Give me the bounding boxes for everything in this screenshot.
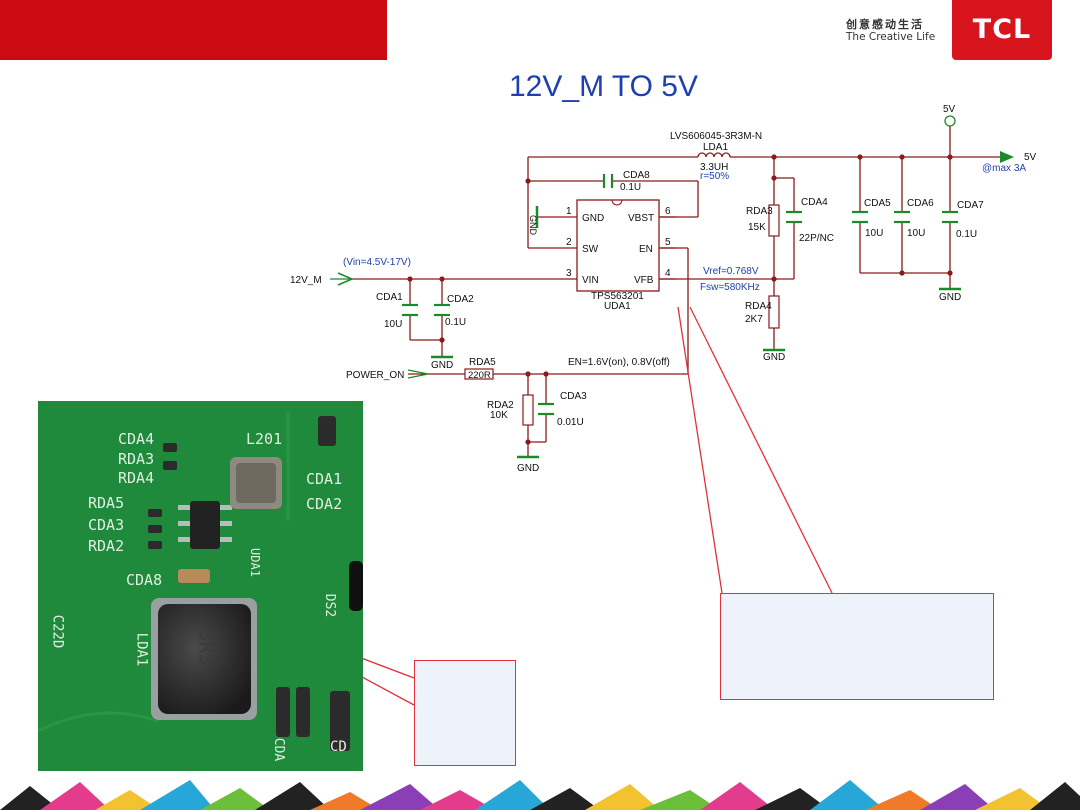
rda2-ref: RDA2 bbox=[487, 400, 514, 411]
en-threshold-note: EN=1.6V(on), 0.8V(off) bbox=[568, 357, 670, 368]
rda4-value: 2K7 bbox=[745, 314, 763, 325]
rda4-ref: RDA4 bbox=[745, 301, 772, 312]
output-current-label: @max 3A bbox=[982, 163, 1026, 174]
slogan-chinese: 创意感动生活 bbox=[846, 18, 924, 31]
rda5-value: 220R bbox=[468, 370, 491, 381]
slide-title: 12V_M TO 5V bbox=[509, 70, 698, 103]
inductor-callout-box bbox=[414, 660, 516, 766]
inductor-value-label: 3.3UH bbox=[700, 162, 728, 173]
cda6-ref: CDA6 bbox=[907, 198, 934, 209]
gnd-label-rda4: GND bbox=[763, 352, 785, 363]
pcb-label-cd-partial: CD bbox=[330, 739, 347, 755]
ic-callout-box bbox=[720, 593, 994, 700]
pcb-label-lda1: LDA1 bbox=[133, 632, 150, 667]
inductor-part-label: LVS606045-3R3M-N bbox=[670, 131, 762, 142]
cda7-value: 0.1U bbox=[956, 229, 977, 240]
ic-part-label: TPS563201 bbox=[591, 291, 644, 302]
fsw-note: Fsw=580KHz bbox=[700, 282, 760, 293]
ic-pin-num-6: 6 bbox=[665, 206, 671, 217]
pcb-label-cda3: CDA3 bbox=[88, 516, 125, 534]
pcb-label-cda2: CDA2 bbox=[306, 495, 343, 513]
header-red-bar bbox=[0, 0, 387, 60]
ic-pin-num-1: 1 bbox=[566, 206, 572, 217]
pcb-label-cda1: CDA1 bbox=[306, 470, 343, 488]
cda7-ref: CDA7 bbox=[957, 200, 984, 211]
pcb-label-rda5: RDA5 bbox=[88, 494, 125, 512]
cda1-ref: CDA1 bbox=[376, 292, 403, 303]
output-rail-label: 5V bbox=[943, 104, 956, 115]
pcb-label-cda4: CDA4 bbox=[118, 430, 155, 448]
output-net-label: 5V bbox=[1024, 152, 1037, 163]
cda2-value: 0.1U bbox=[445, 317, 466, 328]
cda5-ref: CDA5 bbox=[864, 198, 891, 209]
ic-pin-name-3: VIN bbox=[582, 275, 599, 286]
ic-pin-name-1: GND bbox=[582, 213, 604, 224]
pcb-photo: CDA4 RDA3 RDA4 L201 CDA1 CDA2 RDA5 CDA3 … bbox=[38, 401, 363, 771]
cda1-value: 10U bbox=[384, 319, 402, 330]
pcb-label-rda3: RDA3 bbox=[118, 450, 155, 468]
power-on-label: POWER_ON bbox=[346, 370, 404, 381]
footer-decorative-band bbox=[0, 776, 1080, 810]
brand-slogan: 创意感动生活 The Creative Life bbox=[846, 18, 935, 44]
pcb-label-uda1: UDA1 bbox=[247, 548, 262, 577]
ic-pin-name-4: VFB bbox=[634, 275, 654, 286]
tcl-logo: TCL bbox=[952, 0, 1052, 60]
cda4-value: 22P/NC bbox=[799, 233, 834, 244]
cda2-ref: CDA2 bbox=[447, 294, 474, 305]
input-net-label: 12V_M bbox=[290, 275, 322, 286]
cda8-value: 0.1U bbox=[620, 182, 641, 193]
pcb-artwork bbox=[38, 401, 363, 771]
pcb-label-cda-partial: CDA bbox=[271, 737, 287, 762]
pcb-label-ds2: DS2 bbox=[322, 593, 338, 618]
pcb-label-c22d: C22D bbox=[49, 614, 66, 649]
rda3-value: 15K bbox=[748, 222, 766, 233]
pcb-label-rda4: RDA4 bbox=[118, 469, 155, 487]
ic-pin-name-5: EN bbox=[639, 244, 653, 255]
ic-pin-name-2: SW bbox=[582, 244, 599, 255]
ic-ref-label: UDA1 bbox=[604, 301, 631, 312]
rda5-ref: RDA5 bbox=[469, 357, 496, 368]
slogan-english: The Creative Life bbox=[846, 31, 936, 43]
cda5-value: 10U bbox=[865, 228, 883, 239]
inductor-marking: 3R3 bbox=[194, 629, 219, 666]
ic-pin-num-4: 4 bbox=[665, 268, 671, 279]
pcb-label-cda8: CDA8 bbox=[126, 571, 163, 589]
gnd-label-input: GND bbox=[431, 360, 453, 371]
ic-pin-num-5: 5 bbox=[665, 237, 671, 248]
cda3-ref: CDA3 bbox=[560, 391, 587, 402]
pin1-gnd-label: GND bbox=[528, 215, 538, 236]
vin-range-label: (Vin=4.5V-17V) bbox=[343, 257, 411, 268]
pcb-label-rda2: RDA2 bbox=[88, 537, 125, 555]
ic-pin-num-2: 2 bbox=[566, 237, 572, 248]
cda6-value: 10U bbox=[907, 228, 925, 239]
cda4-ref: CDA4 bbox=[801, 197, 828, 208]
rda2-value: 10K bbox=[490, 410, 508, 421]
inductor-ref-label: LDA1 bbox=[703, 142, 728, 153]
cda8-ref: CDA8 bbox=[623, 170, 650, 181]
pcb-label-l201: L201 bbox=[246, 430, 283, 448]
gnd-label-rda2: GND bbox=[517, 463, 539, 474]
cda3-value: 0.01U bbox=[557, 417, 584, 428]
inductor-tolerance-label: r=50% bbox=[700, 171, 729, 182]
ic-pin-name-6: VBST bbox=[628, 213, 654, 224]
vref-note: Vref=0.768V bbox=[703, 266, 759, 277]
ic-pin-num-3: 3 bbox=[566, 268, 572, 279]
gnd-label-output: GND bbox=[939, 292, 961, 303]
rda3-ref: RDA3 bbox=[746, 206, 773, 217]
